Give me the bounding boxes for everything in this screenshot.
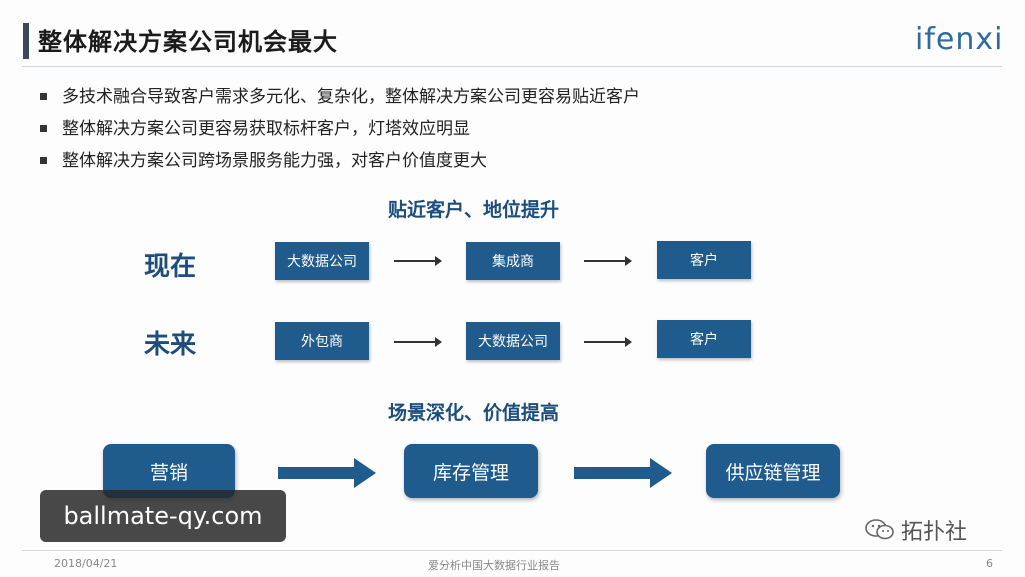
flow-node-inventory: 库存管理 [404,444,538,498]
wechat-account-name: 拓扑社 [901,520,968,545]
node-future-1: 外包商 [275,322,369,360]
bullet-text: 整体解决方案公司更容易获取标杆客户，灯塔效应明显 [62,119,470,139]
wechat-account: 拓扑社 [865,514,967,546]
bullet-item: 整体解决方案公司跨场景服务能力强，对客户价值度更大 [40,148,640,180]
arrow-right-icon [584,337,632,347]
footer-date: 2018/04/21 [54,557,118,570]
title-accent-bar [23,23,29,59]
footer-divider [22,550,1002,551]
big-arrow-right-icon [278,458,376,488]
arrow-right-icon [394,337,442,347]
big-arrow-right-icon [574,458,672,488]
page-number: 6 [986,557,993,570]
arrow-right-icon [584,256,632,266]
bullet-item: 多技术融合导致客户需求多元化、复杂化，整体解决方案公司更容易贴近客户 [40,84,640,116]
bullet-square-icon [40,125,47,132]
node-now-3: 客户 [657,241,751,279]
bullet-text: 整体解决方案公司跨场景服务能力强，对客户价值度更大 [62,151,487,171]
row-label-now: 现在 [144,252,197,282]
footer-source: 爱分析中国大数据行业报告 [428,559,560,572]
ifenxi-logo: ifenxi [915,22,1004,57]
slide-title: 整体解决方案公司机会最大 [38,28,338,56]
wechat-icon [865,518,895,542]
bullet-text: 多技术融合导致客户需求多元化、复杂化，整体解决方案公司更容易贴近客户 [62,87,640,107]
title-divider [22,66,1002,67]
flow-node-supply-chain: 供应链管理 [706,444,840,498]
watermark-url: ballmate-qy.com [40,490,286,542]
row-label-future: 未来 [144,330,197,360]
bullet-square-icon [40,93,47,100]
node-now-1: 大数据公司 [275,242,369,280]
bullet-square-icon [40,157,47,164]
arrow-right-icon [394,256,442,266]
section-heading-deepen-scenarios: 场景深化、价值提高 [388,402,560,424]
bullet-item: 整体解决方案公司更容易获取标杆客户，灯塔效应明显 [40,116,640,148]
node-now-2: 集成商 [466,242,560,280]
node-future-2: 大数据公司 [466,322,560,360]
bullet-list: 多技术融合导致客户需求多元化、复杂化，整体解决方案公司更容易贴近客户 整体解决方… [40,84,640,180]
flow-node-marketing: 营销 [103,444,235,498]
section-heading-close-to-customer: 贴近客户、地位提升 [388,199,560,221]
node-future-3: 客户 [657,320,751,358]
